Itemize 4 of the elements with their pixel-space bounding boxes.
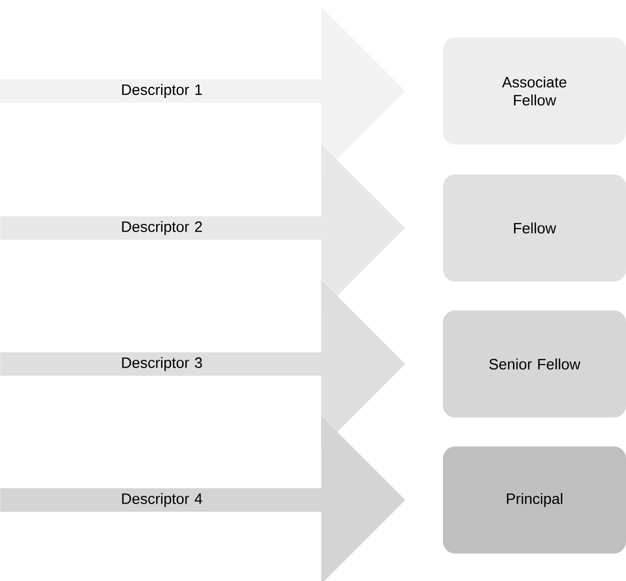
level-box: Fellow: [443, 174, 626, 282]
level-box: Principal: [443, 446, 626, 554]
level-box: Senior Fellow: [443, 310, 626, 418]
level-box: Associate Fellow: [443, 38, 626, 144]
